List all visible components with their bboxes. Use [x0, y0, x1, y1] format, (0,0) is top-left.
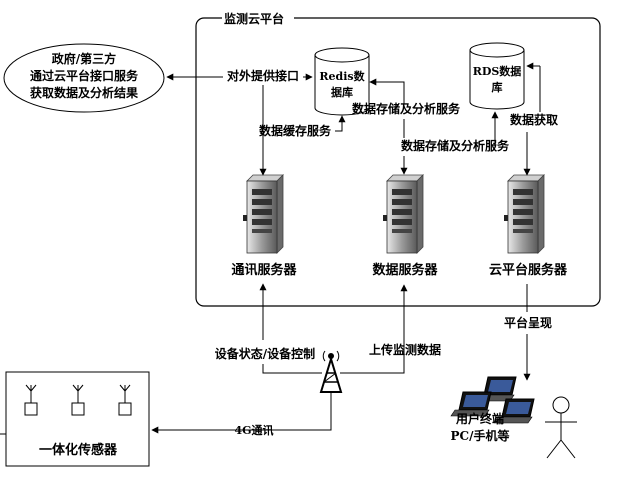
device-status-label: 设备状态/设备控制 — [215, 346, 315, 361]
user-label-2: PC/手机等 — [451, 428, 510, 443]
sensor-label: 一体化传感器 — [39, 442, 118, 458]
data-fetch-label: 数据获取 — [510, 112, 558, 127]
redis-database-icon — [314, 47, 370, 116]
platform-title: 监测云平台 — [224, 11, 284, 26]
data-server-label: 数据服务器 — [372, 262, 438, 278]
redis-label-2: 据库 — [331, 85, 353, 99]
cloud-server-icon — [503, 174, 545, 254]
person-icon — [545, 396, 577, 459]
cloud-server-label: 云平台服务器 — [489, 262, 568, 278]
upload-data-label: 上传监测数据 — [369, 342, 441, 357]
rds-database-icon — [469, 42, 525, 110]
gov-line-3: 获取数据及分析结果 — [29, 85, 138, 100]
comm-server-icon — [242, 174, 284, 254]
cache-service-label: 数据缓存服务 — [259, 123, 332, 138]
gov-node — [3, 43, 165, 113]
storage-analysis-label-2: 数据存储及分析服务 — [401, 138, 510, 153]
data-server-icon — [382, 174, 424, 254]
platform-present-label: 平台呈现 — [504, 315, 552, 330]
gov-line-2: 通过云平台接口服务 — [30, 68, 139, 83]
external-api-label: 对外提供接口 — [227, 68, 299, 83]
platform-container — [195, 17, 601, 307]
user-label-1: 用户终端 — [455, 411, 504, 426]
comm-4g-label: 4G通讯 — [234, 424, 273, 437]
rds-label-2: 库 — [492, 80, 503, 94]
cell-tower-icon — [319, 350, 343, 393]
comm-server-label: 通讯服务器 — [231, 262, 297, 278]
storage-analysis-label-1: 数据存储及分析服务 — [352, 101, 461, 116]
gov-line-1: 政府/第三方 — [52, 51, 116, 66]
redis-label-1: Redis数 — [319, 69, 365, 83]
rds-label-1: RDS数据 — [473, 64, 522, 78]
